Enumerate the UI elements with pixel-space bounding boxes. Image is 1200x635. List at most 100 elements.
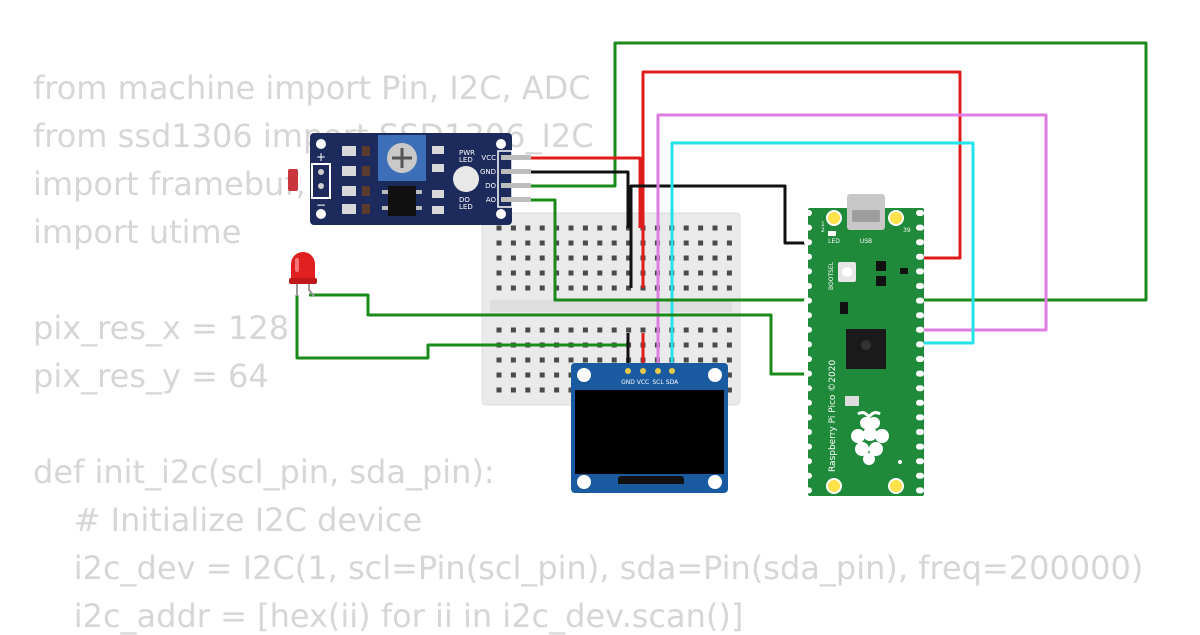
pico-pin	[916, 224, 924, 231]
breadboard-hole	[712, 342, 718, 348]
pico-pin	[916, 283, 924, 289]
breadboard-hole	[496, 225, 502, 231]
breadboard-hole	[554, 387, 560, 393]
pico-pin	[804, 370, 812, 377]
pin-label-ao: AO	[486, 196, 497, 204]
pwr-led-label: PWR	[459, 149, 475, 157]
pico-pin	[804, 472, 812, 479]
pico-pin	[916, 385, 924, 392]
pin-label-gnd: GND	[480, 168, 496, 176]
raspberry-pi-pico[interactable]: 2 39 1 LED USB BOOTSEL Raspberry Pi Pico…	[804, 194, 924, 496]
breadboard-hole	[582, 357, 588, 363]
breadboard-hole	[539, 255, 545, 261]
breadboard-hole	[496, 255, 502, 261]
breadboard-hole	[525, 357, 531, 363]
pico-pin	[804, 239, 812, 246]
oled-display[interactable]: GND VCC SCL SDA	[571, 363, 728, 493]
pwr-led-label: LED	[459, 156, 473, 164]
breadboard-hole	[712, 285, 718, 291]
pico-pin	[804, 312, 812, 319]
wire-green-led-gnd[interactable]	[295, 295, 628, 360]
pin-label-vcc: VCC	[481, 154, 496, 162]
pico-pin	[916, 472, 924, 479]
led-label: LED	[828, 238, 840, 245]
breadboard-hole	[582, 255, 588, 261]
code-line: i2c_addr = [hex(ii) for ii in i2c_dev.sc…	[33, 597, 744, 635]
breadboard-hole	[568, 270, 574, 276]
breadboard-hole	[510, 387, 516, 393]
mount-hole-icon	[888, 210, 904, 226]
wire-green-ao[interactable]	[530, 198, 815, 302]
wire-red-pico[interactable]	[641, 70, 962, 288]
breadboard-hole	[597, 357, 603, 363]
breadboard-hole	[611, 225, 617, 231]
wire-green-led[interactable]	[309, 293, 815, 376]
breadboard-hole	[568, 357, 574, 363]
breadboard-hole	[726, 387, 732, 393]
breadboard-hole	[698, 327, 704, 333]
pico-pin	[916, 399, 924, 406]
pico-pin	[916, 253, 924, 260]
breadboard-hole	[525, 372, 531, 378]
light-sensor-module[interactable]: + − PWR LED DO LED VCC GND DO AO	[288, 133, 531, 225]
breadboard-hole	[683, 255, 689, 261]
breadboard-hole	[539, 225, 545, 231]
breadboard-hole	[698, 225, 704, 231]
onboard-led-icon	[828, 231, 836, 236]
breadboard-hole	[539, 372, 545, 378]
breadboard-hole	[597, 270, 603, 276]
code-line: i2c_dev = I2C(1, scl=Pin(scl_pin), sda=P…	[33, 549, 1144, 587]
breadboard-hole	[611, 270, 617, 276]
red-led[interactable]	[289, 252, 317, 297]
breadboard-hole	[554, 255, 560, 261]
breadboard-hole	[683, 357, 689, 363]
breadboard-hole	[582, 225, 588, 231]
breadboard-hole	[712, 225, 718, 231]
breadboard-hole	[726, 240, 732, 246]
breadboard-hole	[726, 372, 732, 378]
breadboard-hole	[726, 285, 732, 291]
code-line: pix_res_y = 64	[33, 357, 269, 395]
wire-black-pico[interactable]	[629, 184, 815, 288]
breadboard-hole	[611, 255, 617, 261]
pico-pin	[916, 370, 924, 377]
breadboard-hole	[510, 372, 516, 378]
do-led-label: LED	[459, 203, 473, 211]
mount-hole-icon	[826, 478, 842, 494]
breadboard-hole	[496, 387, 502, 393]
wire-black-gnd[interactable]	[530, 170, 630, 228]
wire-green-do[interactable]	[530, 41, 1148, 302]
code-line: pix_res_x = 128	[33, 309, 290, 347]
breadboard-hole	[510, 270, 516, 276]
breadboard-hole	[554, 285, 560, 291]
breadboard-hole	[539, 240, 545, 246]
breadboard-hole	[554, 225, 560, 231]
breadboard-hole	[582, 240, 588, 246]
wire-cyan-sda[interactable]	[670, 141, 975, 345]
raspberry-logo-icon	[851, 411, 889, 465]
bootsel-label: BOOTSEL	[828, 261, 835, 290]
breadboard-hole	[611, 240, 617, 246]
pico-pin	[916, 210, 924, 216]
breadboard-hole	[582, 327, 588, 333]
pico-pin	[804, 326, 812, 333]
mount-hole-icon	[888, 478, 904, 494]
wire-pink-scl[interactable]	[656, 113, 1048, 333]
pico-pin	[916, 356, 924, 362]
breadboard-hole	[554, 372, 560, 378]
breadboard-hole	[611, 285, 617, 291]
wires[interactable]	[295, 41, 1148, 376]
breadboard-hole	[510, 327, 516, 333]
wire-red-vcc[interactable]	[530, 156, 642, 228]
breadboard-hole	[712, 357, 718, 363]
breadboard-hole	[510, 240, 516, 246]
breadboard-hole	[496, 357, 502, 363]
comparator-chip-icon	[388, 186, 416, 216]
breadboard-hole	[640, 327, 646, 333]
pico-pin	[804, 283, 812, 289]
photoresistor-icon	[288, 169, 298, 191]
breadboard-hole	[496, 240, 502, 246]
pico-pin	[916, 414, 924, 421]
pico-pin	[916, 297, 924, 304]
breadboard-hole	[626, 270, 632, 276]
